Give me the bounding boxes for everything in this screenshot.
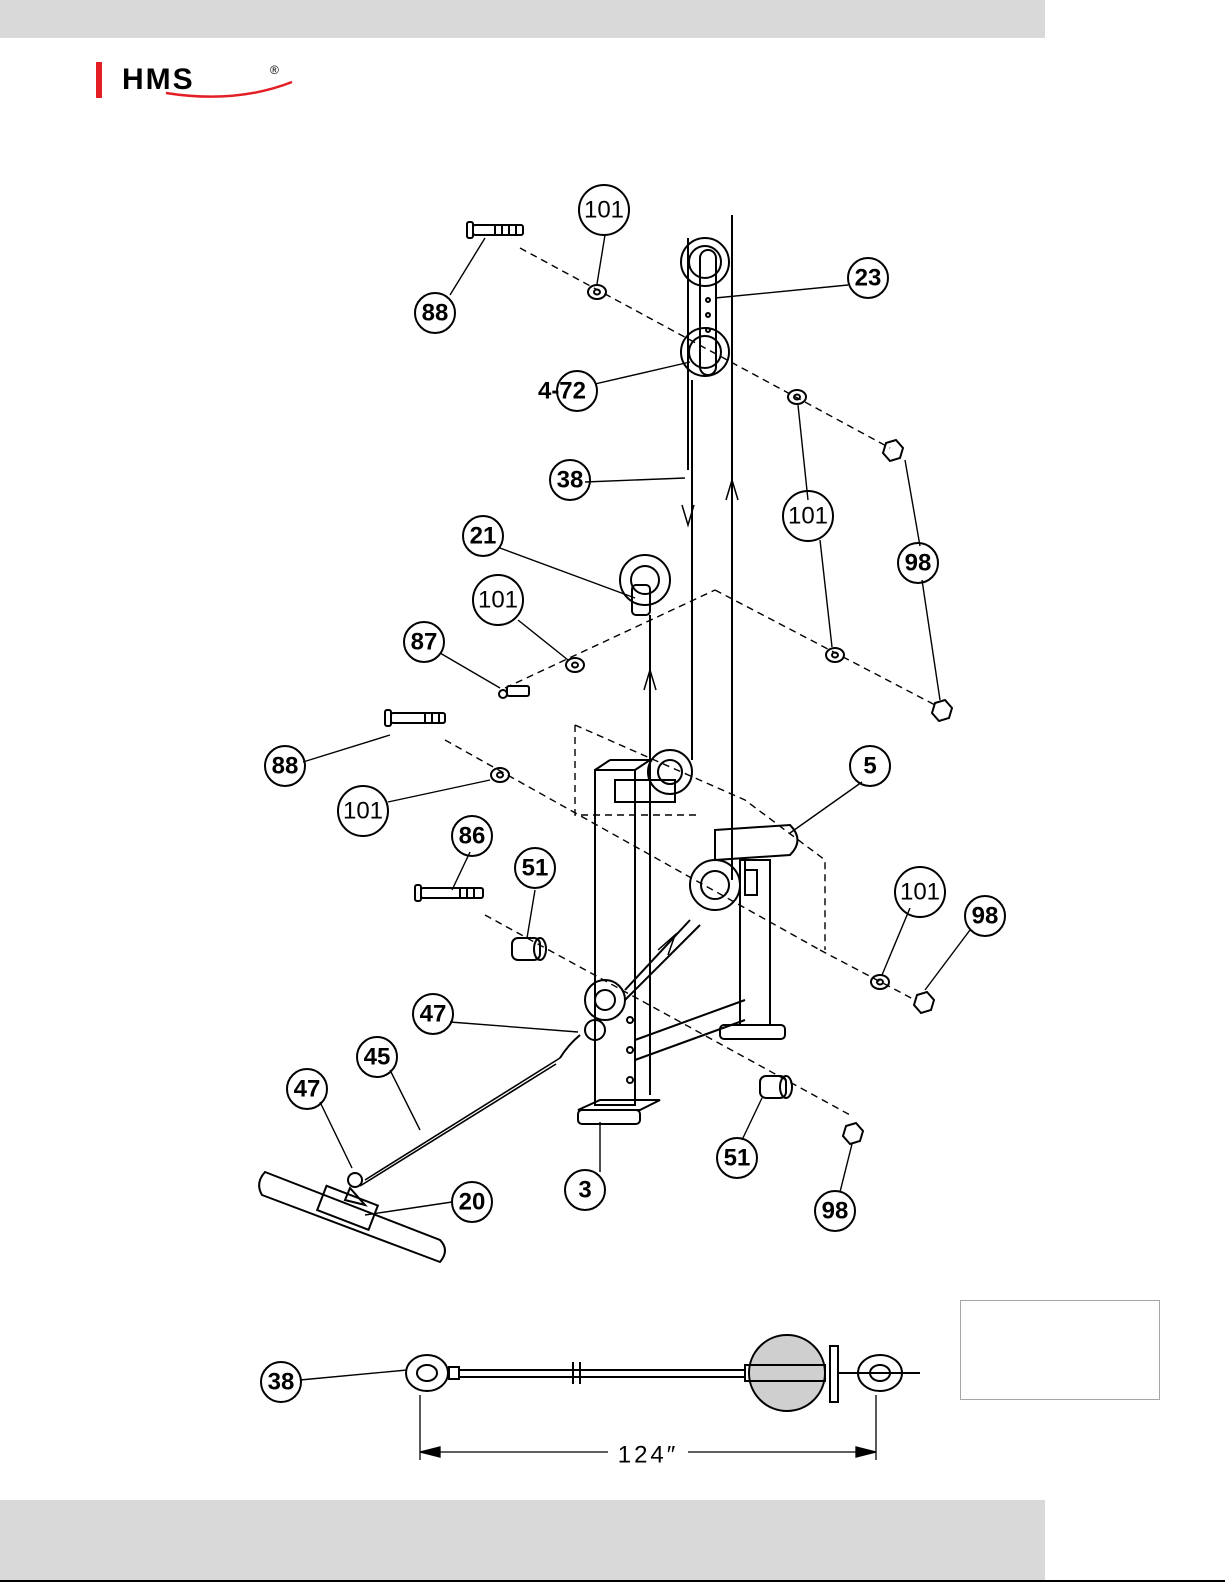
callout-101: 101 (478, 587, 518, 614)
top-pulley-assembly (681, 215, 732, 880)
callout-5: 5 (863, 753, 876, 780)
callout-3: 3 (578, 1177, 591, 1204)
callout-38: 38 (557, 467, 584, 494)
callout-45: 45 (364, 1044, 391, 1071)
bolt-88-mid (385, 710, 445, 726)
bolt-86 (415, 885, 483, 901)
snap-hook-47-top (560, 1020, 605, 1058)
callout-51: 51 (522, 855, 549, 882)
callout-101: 101 (900, 879, 940, 906)
plate-5 (715, 825, 798, 860)
assembly-axis-lines (445, 248, 935, 1115)
callout-101: 101 (343, 798, 383, 825)
callout-98: 98 (905, 550, 932, 577)
callout-38: 38 (268, 1369, 295, 1396)
pulley-lower-rear (690, 860, 757, 910)
callout-98: 98 (822, 1198, 849, 1225)
pulley-21 (620, 555, 670, 770)
handle-bar-20 (259, 1172, 445, 1262)
callout-98: 98 (972, 903, 999, 930)
callout-20: 20 (459, 1189, 486, 1216)
callout-101: 101 (584, 197, 624, 224)
cable-length-dimension: 124″ (618, 1442, 679, 1469)
empty-note-box (960, 1300, 1160, 1400)
callout-101: 101 (788, 503, 828, 530)
bolt-87 (499, 686, 529, 698)
cable-38-detail (406, 1335, 920, 1411)
pulley-lower-mid (615, 750, 692, 802)
callout-51: 51 (724, 1145, 751, 1172)
callout-4-72: 4-72 (538, 378, 586, 405)
callout-21: 21 (470, 523, 497, 550)
callout-88: 88 (422, 300, 449, 327)
callout-86: 86 (459, 823, 486, 850)
nuts-98 (843, 440, 952, 1144)
footer-bar (0, 1500, 1045, 1580)
pulley-lower-front (585, 980, 625, 1020)
callout-47: 47 (420, 1001, 447, 1028)
footer-rule (0, 1580, 1225, 1582)
frame-rear (635, 860, 785, 1060)
callout-47: 47 (294, 1076, 321, 1103)
callout-87: 87 (411, 629, 438, 656)
bolt-88-top (467, 222, 523, 238)
callout-23: 23 (855, 265, 882, 292)
callout-88: 88 (272, 753, 299, 780)
chain-45 (360, 1058, 560, 1186)
